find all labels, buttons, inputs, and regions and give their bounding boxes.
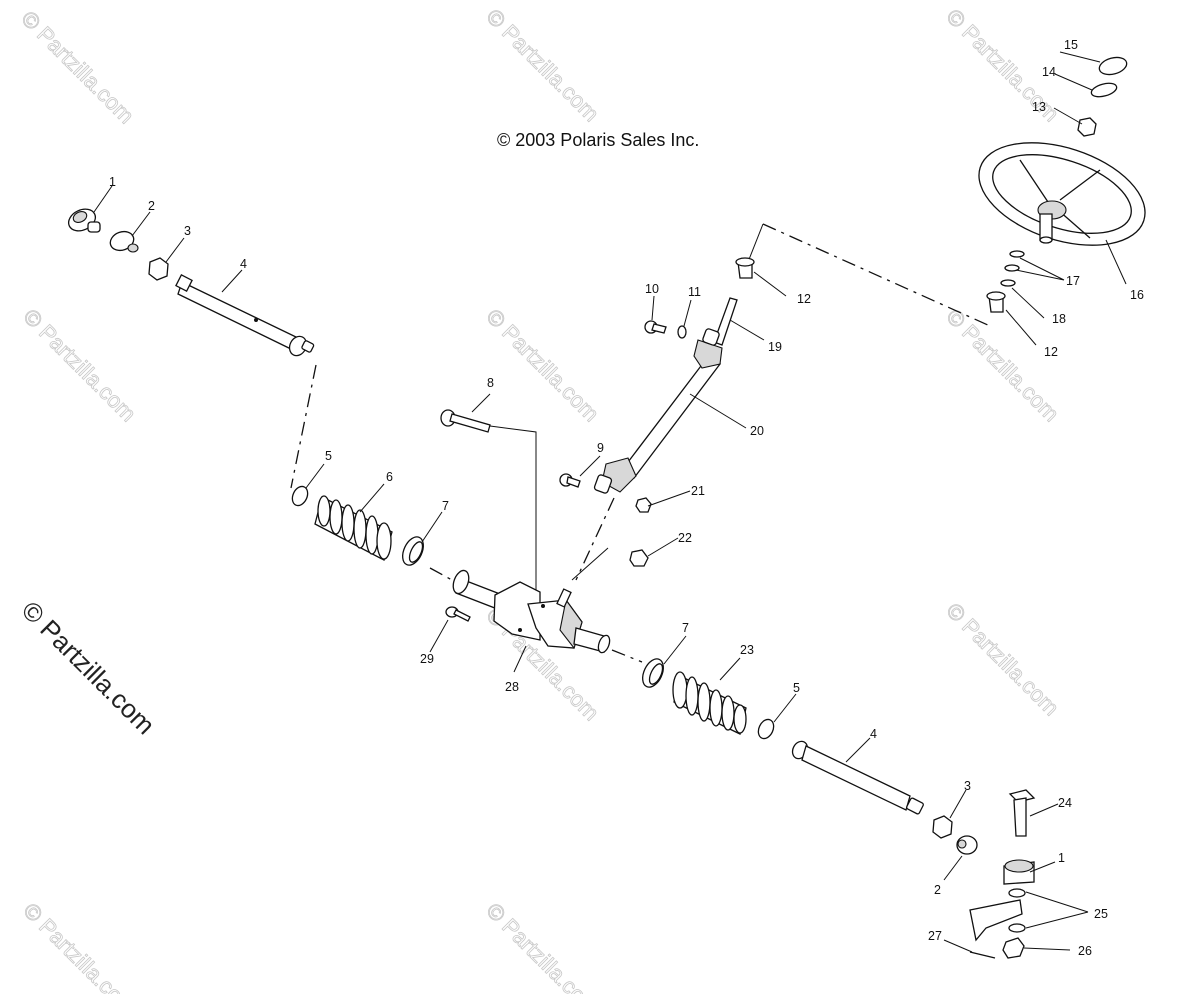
steering-shaft-assembly[interactable] <box>593 297 738 494</box>
callout-10: 10 <box>645 282 659 296</box>
bolt-24[interactable] <box>1008 789 1036 837</box>
washer-14[interactable] <box>1090 81 1118 99</box>
callout-27: 27 <box>928 929 942 943</box>
cotter-pin[interactable] <box>969 951 996 959</box>
tie-rod-end-right[interactable] <box>1003 859 1035 885</box>
bolt-9[interactable] <box>559 473 581 488</box>
bushing-lower[interactable] <box>986 291 1006 313</box>
callout-7: 7 <box>442 499 449 513</box>
tie-rod-end-left[interactable] <box>65 205 101 235</box>
steering-rack-assembly[interactable] <box>450 568 611 654</box>
callout-18: 18 <box>1052 312 1066 326</box>
callout-9: 9 <box>597 441 604 455</box>
spacer-18[interactable] <box>1000 279 1016 287</box>
boot-clamp-large-left[interactable] <box>399 534 428 569</box>
boot-clamp-large-right[interactable] <box>639 656 668 691</box>
callout-23: 23 <box>740 643 754 657</box>
callout-1: 1 <box>1058 851 1065 865</box>
callout-17: 17 <box>1066 274 1080 288</box>
callout-12: 12 <box>1044 345 1058 359</box>
watermark: © Partzilla.com <box>941 598 1064 721</box>
callout-2: 2 <box>934 883 941 897</box>
inner-tie-rod-left[interactable] <box>175 274 315 359</box>
callout-8: 8 <box>487 376 494 390</box>
callout-19: 19 <box>768 340 782 354</box>
steering-nut[interactable] <box>1077 117 1097 137</box>
callout-4: 4 <box>870 727 877 741</box>
jam-nut-right[interactable] <box>932 815 953 839</box>
callout-29: 29 <box>420 652 434 666</box>
spindle-bracket[interactable] <box>969 899 1023 942</box>
tie-rod-boot-left[interactable] <box>108 228 139 253</box>
callout-11: 11 <box>688 285 701 299</box>
callout-25: 25 <box>1094 907 1108 921</box>
watermark: © Partzilla.com <box>481 4 604 127</box>
callouts: 1 2 3 4 5 6 7 8 9 10 11 12 12 13 14 15 1… <box>109 38 1144 958</box>
lock-washer-11[interactable] <box>677 325 687 339</box>
callout-13: 13 <box>1032 100 1046 114</box>
callout-3: 3 <box>184 224 191 238</box>
watermark: © Partzilla.com <box>481 898 604 994</box>
steering-wheel[interactable] <box>966 124 1158 265</box>
watermark: © Partzilla.com <box>941 304 1064 427</box>
callout-21: 21 <box>691 484 705 498</box>
nut-26[interactable] <box>1002 937 1025 959</box>
watermark-large: © Partzilla.com <box>16 595 161 740</box>
watermarks: © Partzilla.com © Partzilla.com © Partzi… <box>16 3 1065 994</box>
boot-clamp-right[interactable] <box>755 717 776 741</box>
tie-rod-boot-right[interactable] <box>956 835 978 855</box>
bushing-upper[interactable] <box>735 257 755 279</box>
inner-tie-rod-right[interactable] <box>790 739 924 815</box>
nut-21[interactable] <box>635 497 652 513</box>
washers-17[interactable] <box>1004 250 1025 272</box>
watermark: © Partzilla.com <box>16 6 139 129</box>
watermark: © Partzilla.com <box>18 898 141 994</box>
callout-14: 14 <box>1042 65 1056 79</box>
watermark: © Partzilla.com <box>18 304 141 427</box>
callout-12: 12 <box>797 292 811 306</box>
bolt-10[interactable] <box>644 320 667 334</box>
callout-4: 4 <box>240 257 247 271</box>
callout-24: 24 <box>1058 796 1072 810</box>
center-cap[interactable] <box>1097 55 1128 78</box>
bellows-boot-left[interactable] <box>314 495 393 561</box>
jam-nut-left[interactable] <box>148 257 169 281</box>
mounting-bolt[interactable] <box>445 606 471 622</box>
callout-15: 15 <box>1064 38 1078 52</box>
callout-28: 28 <box>505 680 519 694</box>
watermark: © Partzilla.com <box>481 304 604 427</box>
callout-1: 1 <box>109 175 116 189</box>
nut-22[interactable] <box>629 549 649 567</box>
long-bolt[interactable] <box>440 409 491 433</box>
callout-2: 2 <box>148 199 155 213</box>
copyright-text: © 2003 Polaris Sales Inc. <box>497 130 699 150</box>
callout-20: 20 <box>750 424 764 438</box>
callout-3: 3 <box>964 779 971 793</box>
callout-16: 16 <box>1130 288 1144 302</box>
bellows-boot-right[interactable] <box>672 671 747 735</box>
callout-7: 7 <box>682 621 689 635</box>
boot-clamp-left[interactable] <box>289 484 310 508</box>
washers-25[interactable] <box>1008 888 1026 933</box>
leader-lines <box>93 51 1127 953</box>
callout-26: 26 <box>1078 944 1092 958</box>
callout-6: 6 <box>386 470 393 484</box>
callout-22: 22 <box>678 531 692 545</box>
callout-5: 5 <box>793 681 800 695</box>
callout-5: 5 <box>325 449 332 463</box>
